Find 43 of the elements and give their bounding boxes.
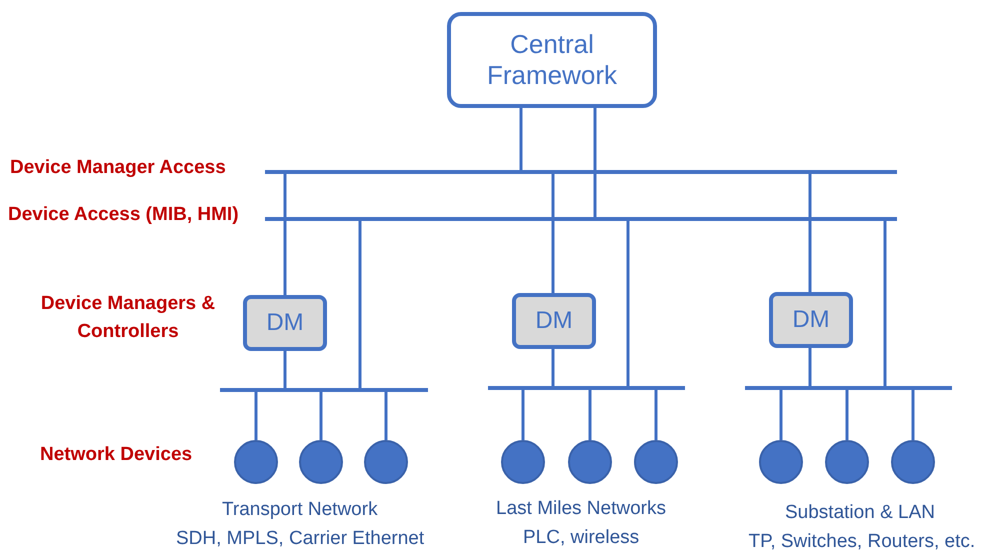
connector-line (522, 390, 524, 440)
network-device-circle (234, 440, 278, 484)
network-caption: TP, Switches, Routers, etc. (748, 531, 976, 552)
connector-line (884, 221, 886, 386)
connector-line (358, 221, 362, 388)
network-caption: Transport Network (222, 499, 378, 521)
network-device-circle (299, 440, 343, 484)
connector-line (320, 392, 322, 440)
framework-box: Central Framework (447, 12, 657, 108)
network-device-circle (364, 440, 408, 484)
layer-label: Device Access (MIB, HMI) (8, 204, 239, 226)
network-caption: PLC, wireless (523, 527, 640, 549)
connector-line (520, 108, 522, 170)
network-caption: SDH, MPLS, Carrier Ethernet (176, 528, 424, 550)
connector-line (552, 174, 554, 293)
network-device-circle (825, 440, 869, 484)
network-device-circle (634, 440, 678, 484)
device-manager-box: DM (243, 295, 327, 351)
connector-line (588, 390, 592, 440)
connector-line (808, 174, 812, 292)
network-device-circle (759, 440, 803, 484)
connector-line (384, 392, 388, 440)
connector-line (846, 390, 848, 440)
connector-line (254, 392, 258, 440)
device-manager-box: DM (512, 293, 596, 349)
connector-line (780, 390, 782, 440)
connector-line (912, 390, 914, 440)
connector-line (594, 108, 596, 217)
connector-line (626, 221, 630, 386)
network-device-circle (568, 440, 612, 484)
network-device-circle (891, 440, 935, 484)
network-caption: Substation & LAN (785, 502, 935, 524)
layer-label: Device Manager Access (10, 157, 226, 179)
connector-line (552, 349, 554, 386)
layer-label: Device Managers & Controllers (40, 292, 216, 344)
device-manager-box: DM (769, 292, 853, 348)
connector-line (284, 174, 286, 295)
connector-line (654, 390, 658, 440)
layer-label: Network Devices (40, 444, 192, 466)
network-device-circle (501, 440, 545, 484)
connector-line (284, 351, 286, 388)
network-caption: Last Miles Networks (496, 498, 666, 520)
connector-line (808, 348, 812, 386)
